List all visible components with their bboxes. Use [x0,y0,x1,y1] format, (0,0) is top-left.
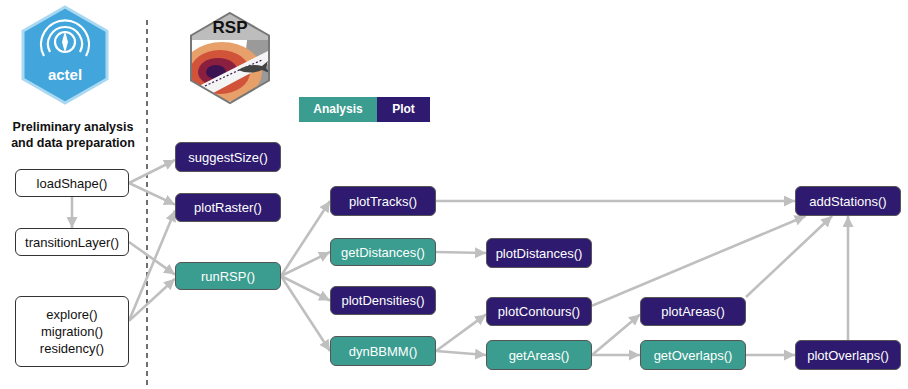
arrow-connector [436,351,486,355]
arrow-connector [746,216,832,297]
arrow-connector [129,160,175,183]
node-text: getAreas() [509,347,570,364]
logo-hexagon [191,13,269,103]
legend-swatch: Analysis [299,97,377,122]
node-text: residency() [40,340,104,357]
legend-text: Analysis [313,101,362,118]
arrow-connector [281,201,330,276]
node-text: plotDistances() [496,245,583,262]
logo-ring [55,32,75,52]
logo-header [185,10,275,40]
arrow-connector [281,276,330,351]
node-text: plotContours() [498,303,580,320]
arrow-connector [592,354,640,357]
plot-box: suggestSize() [175,142,281,172]
node-text: plotRaster() [194,199,262,216]
node-text: plotAreas() [661,303,725,320]
arrow-connector [436,200,795,203]
analysis-box: dynBBMM() [330,336,436,366]
plot-box: plotRaster() [175,193,281,222]
logo-text: RSP [195,17,265,38]
arrow-connector [592,314,640,355]
actel-logo [23,7,107,103]
node-text: runRSP() [201,268,255,285]
plot-box: plotTracks() [330,186,436,216]
node-text: plotOverlaps() [807,347,889,364]
arrow-connector [847,216,850,340]
node-text: addStations() [809,193,886,210]
node-text: transitionLayer() [25,234,119,251]
logo-arc [41,20,89,56]
plot-box: plotDistances() [486,238,592,268]
node-text: plotDensities() [341,292,424,309]
logo-channel [195,50,275,100]
arrow-connector [436,252,486,253]
rsp-logo [182,10,275,110]
arrow-connector [281,252,330,276]
logo-arc [48,27,82,52]
node-text: getDistances() [341,244,425,261]
node-text: loadShape() [37,175,108,192]
arrow-connector [129,279,175,321]
prep-box: loadShape() [15,169,129,197]
node-text: getOverlaps() [654,347,733,364]
analysis-box: runRSP() [175,262,281,290]
analysis-box: getDistances() [330,238,436,266]
node-text: plotTracks() [349,193,417,210]
node-text: suggestSize() [188,149,267,166]
analysis-box: getOverlaps() [640,340,746,370]
legend-text: Plot [392,101,415,118]
arrow-connector [71,197,74,228]
logo-track [205,60,262,86]
legend-swatch: Plot [377,97,430,122]
arrow-connector [129,183,175,205]
node-text: explore() [46,306,97,323]
arrow-connector [129,210,175,320]
plot-box: plotDensities() [330,286,436,315]
plot-box: plotOverlaps() [795,340,901,370]
section-heading: Preliminary analysis and data preparatio… [4,120,142,151]
logo-text: actel [25,66,105,85]
plot-box: plotAreas() [640,297,746,326]
logo-hexagon [23,7,107,103]
logo-fish [238,61,270,73]
arrow-connector [746,354,795,357]
prep-box: explore()migration()residency() [15,296,129,367]
arrow-connector [436,314,486,351]
node-text: migration() [41,323,103,340]
plot-box: addStations() [795,186,901,216]
plot-box: plotContours() [486,297,592,326]
arrow-connector [592,216,806,306]
prep-box: transitionLayer() [15,228,129,256]
logo-needle [62,31,68,53]
divider-line [146,20,147,389]
analysis-box: getAreas() [486,340,592,370]
node-text: dynBBMM() [349,343,418,360]
arrow-connector [129,242,175,275]
